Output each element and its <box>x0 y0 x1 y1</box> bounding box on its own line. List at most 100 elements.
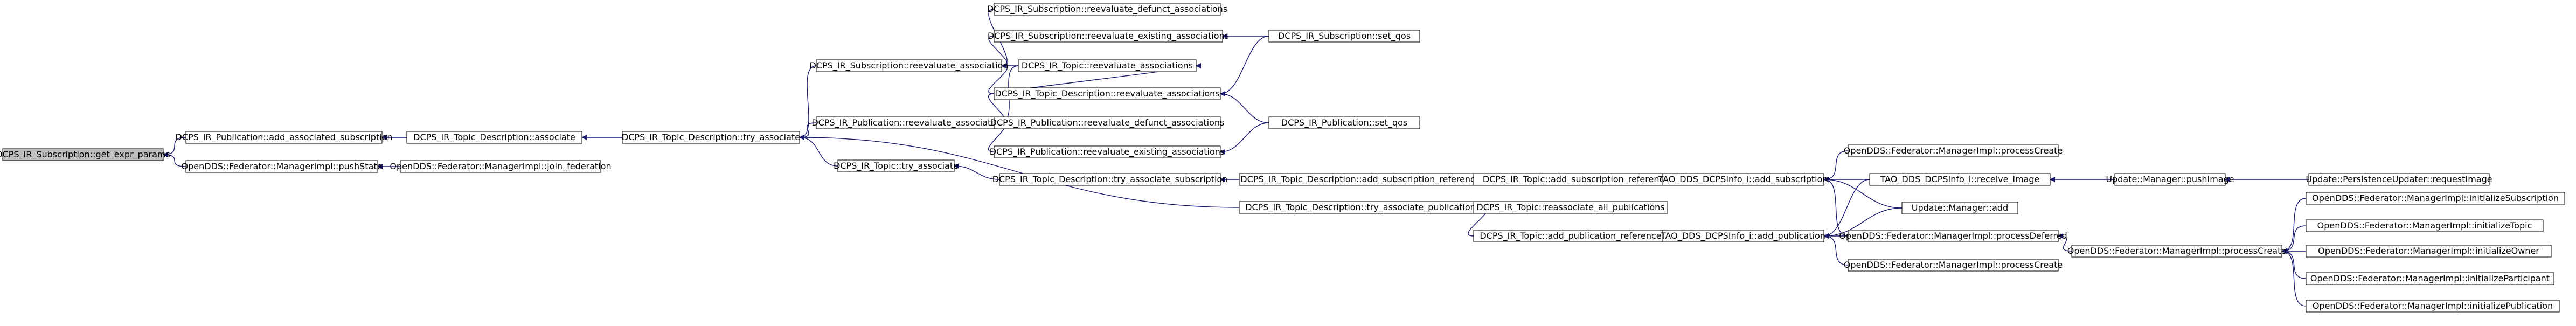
node-label: DCPS_IR_Topic_Description::try_associate… <box>1245 202 1476 213</box>
node-label: DCPS_IR_Subscription::set_qos <box>1278 31 1411 41</box>
node-label: DCPS_IR_Topic_Description::try_associate… <box>992 174 1228 185</box>
node-box <box>1848 259 2059 272</box>
node-dcps-ir-topic-try-associate[interactable]: DCPS_IR_Topic::try_associate <box>834 159 959 172</box>
edge-n19-to-n14 <box>1220 91 1269 123</box>
node-opendds-federator-managerimpl-processcreate[interactable]: OpenDDS::Federator::ManagerImpl::process… <box>2067 245 2286 258</box>
edge-n33-to-n29 <box>2058 233 2072 252</box>
edge-n3-to-n1 <box>163 152 186 167</box>
edge-n10-to-n6 <box>799 135 1240 208</box>
node-update-persistenceupdater-requestimage[interactable]: Update::PersistenceUpdater::requestImage <box>2306 173 2492 186</box>
node-label: Update::Manager::pushImage <box>2106 174 2234 184</box>
node-box <box>2306 219 2544 232</box>
node-box <box>2071 245 2282 258</box>
node-box <box>406 131 582 144</box>
node-tao-dds-dcpsinfo-i-add-publication[interactable]: TAO_DDS_DCPSInfo_i::add_publication <box>1660 230 1825 242</box>
node-dcps-ir-topic-description-try-associate-publication[interactable]: DCPS_IR_Topic_Description::try_associate… <box>1239 201 1482 214</box>
node-box <box>999 173 1221 186</box>
node-label: DCPS_IR_Topic::reevaluate_associations <box>1022 60 1193 71</box>
node-label: DCPS_IR_Topic::try_associate <box>834 161 959 171</box>
edge-n8-to-n6 <box>799 122 817 140</box>
node-opendds-federator-managerimpl-initializepublication[interactable]: OpenDDS::Federator::ManagerImpl::initial… <box>2306 300 2560 313</box>
node-label: OpenDDS::Federator::ManagerImpl::initial… <box>2312 193 2559 203</box>
node-dcps-ir-subscription-reevaluate-defunct-associations[interactable]: DCPS_IR_Subscription::reevaluate_defunct… <box>987 3 1227 16</box>
node-box <box>994 3 1221 16</box>
node-dcps-ir-publication-set-qos[interactable]: DCPS_IR_Publication::set_qos <box>1268 116 1420 129</box>
node-dcps-ir-subscription-get-expr-params[interactable]: DCPS_IR_Subscription::get_expr_params <box>0 148 170 161</box>
node-box <box>2308 173 2490 186</box>
node-dcps-ir-subscription-set-qos[interactable]: DCPS_IR_Subscription::set_qos <box>1268 30 1420 43</box>
node-dcps-ir-topic-description-reevaluate-associations[interactable]: DCPS_IR_Topic_Description::reevaluate_as… <box>994 87 1221 100</box>
node-tao-dds-dcpsinfo-i-receive-image[interactable]: TAO_DDS_DCPSInfo_i::receive_image <box>1869 173 2051 186</box>
node-box <box>1848 144 2059 157</box>
node-tao-dds-dcpsinfo-i-add-subscription[interactable]: TAO_DDS_DCPSInfo_i::add_subscription <box>1657 173 1828 186</box>
node-box <box>1901 202 2018 214</box>
node-opendds-federator-managerimpl-initializesubscription[interactable]: OpenDDS::Federator::ManagerImpl::initial… <box>2306 192 2565 205</box>
node-opendds-federator-managerimpl-join-federation[interactable]: OpenDDS::Federator::ManagerImpl::join_fe… <box>390 160 612 173</box>
node-opendds-federator-managerimpl-initializeparticipant[interactable]: OpenDDS::Federator::ManagerImpl::initial… <box>2306 272 2554 285</box>
node-box <box>1662 173 1824 186</box>
edge-n2-to-n1 <box>163 137 186 157</box>
node-label: OpenDDS::Federator::ManagerImpl::join_fe… <box>390 161 611 172</box>
node-label: OpenDDS::Federator::ManagerImpl::process… <box>1844 260 2063 270</box>
node-dcps-ir-publication-reevaluate-defunct-associations[interactable]: DCPS_IR_Publication::reevaluate_defunct_… <box>990 116 1225 129</box>
edge-n27-to-n25 <box>1823 179 1870 239</box>
node-dcps-ir-topic-add-publication-reference[interactable]: DCPS_IR_Topic::add_publication_reference <box>1473 230 1668 242</box>
node-dcps-ir-topic-reassociate-all-publications[interactable]: DCPS_IR_Topic::reassociate_all_publicati… <box>1473 201 1668 214</box>
node-label: OpenDDS::Federator::ManagerImpl::pushSta… <box>182 161 383 171</box>
node-label: TAO_DDS_DCPSInfo_i::receive_image <box>1880 174 2040 185</box>
node-opendds-federator-managerimpl-processcreate[interactable]: OpenDDS::Federator::ManagerImpl::process… <box>1844 259 2063 272</box>
node-box <box>1662 230 1824 242</box>
edge-n37-to-n33 <box>2281 248 2307 279</box>
node-box <box>837 159 955 172</box>
node-label: DCPS_IR_Topic::add_subscription_referenc… <box>1483 174 1669 185</box>
node-box <box>1268 30 1420 43</box>
node-dcps-ir-publication-add-associated-subscription[interactable]: DCPS_IR_Publication::add_associated_subs… <box>175 131 393 144</box>
node-label: OpenDDS::Federator::ManagerImpl::process… <box>1844 145 2063 156</box>
node-label: DCPS_IR_Subscription::get_expr_params <box>0 149 170 160</box>
node-update-manager-add[interactable]: Update::Manager::add <box>1901 202 2018 214</box>
node-box <box>2 148 164 161</box>
node-box <box>400 160 601 173</box>
node-box <box>2306 272 2554 285</box>
edge-n38-to-n33 <box>2281 248 2307 307</box>
node-box <box>2114 173 2226 186</box>
node-dcps-ir-topic-description-try-associate-subscription[interactable]: DCPS_IR_Topic_Description::try_associate… <box>992 173 1228 186</box>
node-label: DCPS_IR_Publication::add_associated_subs… <box>175 132 392 143</box>
node-label: DCPS_IR_Subscription::reevaluate_defunct… <box>987 4 1227 15</box>
node-dcps-ir-publication-reevaluate-association[interactable]: DCPS_IR_Publication::reevaluate_associat… <box>811 116 1004 129</box>
node-dcps-ir-topic-add-subscription-reference[interactable]: DCPS_IR_Topic::add_subscription_referenc… <box>1473 173 1679 186</box>
nodes-layer: DCPS_IR_Subscription::get_expr_paramsDCP… <box>0 3 2565 313</box>
node-opendds-federator-managerimpl-processcreate[interactable]: OpenDDS::Federator::ManagerImpl::process… <box>1844 144 2063 157</box>
node-label: OpenDDS::Federator::ManagerImpl::initial… <box>2310 273 2550 283</box>
node-label: DCPS_IR_Publication::reevaluate_defunct_… <box>990 117 1225 128</box>
node-opendds-federator-managerimpl-initializetopic[interactable]: OpenDDS::Federator::ManagerImpl::initial… <box>2306 219 2544 232</box>
node-label: DCPS_IR_Publication::set_qos <box>1281 117 1407 128</box>
node-dcps-ir-topic-description-add-subscription-reference[interactable]: DCPS_IR_Topic_Description::add_subscript… <box>1239 173 1482 186</box>
node-box <box>1018 59 1197 72</box>
node-box <box>994 145 1221 158</box>
node-box <box>185 160 378 173</box>
node-opendds-federator-managerimpl-processdeferred[interactable]: OpenDDS::Federator::ManagerImpl::process… <box>1839 230 2067 242</box>
node-label: DCPS_IR_Topic::reassociate_all_publicati… <box>1476 202 1664 213</box>
node-dcps-ir-topic-description-associate[interactable]: DCPS_IR_Topic_Description::associate <box>406 131 582 144</box>
node-dcps-ir-topic-reevaluate-associations[interactable]: DCPS_IR_Topic::reevaluate_associations <box>1018 59 1197 72</box>
node-label: OpenDDS::Federator::ManagerImpl::initial… <box>2317 220 2532 231</box>
node-label: DCPS_IR_Topic_Description::add_subscript… <box>1240 174 1480 185</box>
node-box <box>994 116 1221 129</box>
node-dcps-ir-subscription-reevaluate-existing-associations[interactable]: DCPS_IR_Subscription::reevaluate_existin… <box>988 30 1229 43</box>
node-box <box>185 131 383 144</box>
edge-n7-to-n6 <box>799 65 817 140</box>
node-opendds-federator-managerimpl-pushstate[interactable]: OpenDDS::Federator::ManagerImpl::pushSta… <box>182 160 383 173</box>
edge-n19-to-n16 <box>1220 122 1269 155</box>
node-label: DCPS_IR_Topic_Description::reevaluate_as… <box>995 88 1219 99</box>
node-label: TAO_DDS_DCPSInfo_i::add_subscription <box>1657 174 1828 185</box>
node-dcps-ir-topic-description-try-associate[interactable]: DCPS_IR_Topic_Description::try_associate <box>622 131 800 144</box>
node-opendds-federator-managerimpl-initializeowner[interactable]: OpenDDS::Federator::ManagerImpl::initial… <box>2306 245 2552 258</box>
node-label: DCPS_IR_Publication::reevaluate_associat… <box>811 117 1004 128</box>
node-box <box>994 30 1223 43</box>
node-dcps-ir-subscription-reevaluate-association[interactable]: DCPS_IR_Subscription::reevaluate_associa… <box>810 59 1009 72</box>
edge-n28-to-n25 <box>1823 207 1903 239</box>
node-dcps-ir-publication-reevaluate-existing-associations[interactable]: DCPS_IR_Publication::reevaluate_existing… <box>990 145 1225 158</box>
node-update-manager-pushimage[interactable]: Update::Manager::pushImage <box>2106 173 2234 186</box>
